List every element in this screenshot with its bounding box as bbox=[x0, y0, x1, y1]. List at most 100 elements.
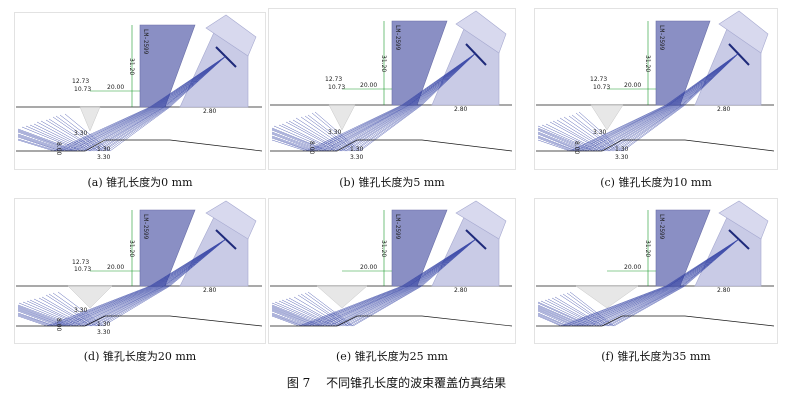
beam-simulation-diagram: LM-259931.2020.002.8012.7310.733.301.303… bbox=[268, 8, 516, 170]
panel-frame bbox=[534, 198, 778, 344]
part-bottom-profile bbox=[536, 315, 775, 327]
beam-simulation-diagram: LM-259931.2020.002.8012.7310.733.301.303… bbox=[534, 8, 778, 170]
probe-model-label: LM-2599 bbox=[142, 214, 149, 240]
height-dimension-value: 31.20 bbox=[644, 55, 651, 72]
figure-label: 图 7 bbox=[286, 376, 311, 390]
width-dimension-value: 20.00 bbox=[360, 82, 377, 89]
panel-caption: (e) 锥孔长度为25 mm bbox=[336, 350, 448, 363]
angle-dimension-value: 2.80 bbox=[203, 287, 217, 294]
angle-dimension-value: 2.80 bbox=[454, 106, 468, 113]
beam-rays bbox=[271, 52, 477, 152]
probe-model-label: LM-2599 bbox=[142, 29, 149, 55]
beam-rays bbox=[537, 52, 740, 152]
panel-frame bbox=[14, 12, 266, 170]
beam-rays bbox=[17, 238, 227, 327]
probe-top bbox=[205, 14, 257, 57]
left-dimension-value: 8.00 bbox=[573, 141, 580, 155]
beam-simulation-diagram: LM-259931.2020.002.8012.7310.733.301.303… bbox=[14, 12, 266, 170]
height-dimension-value: 31.20 bbox=[128, 58, 135, 75]
probe-model-label: LM-2599 bbox=[658, 214, 665, 240]
dim-a-value: 12.73 bbox=[325, 76, 342, 83]
probe-top bbox=[718, 200, 769, 240]
dim-c-value: 3.30 bbox=[74, 307, 88, 314]
figure-caption: 图 7 不同锥孔长度的波束覆盖仿真结果 bbox=[0, 374, 793, 391]
dim-small1-value: 1.30 bbox=[615, 146, 629, 153]
cone-hole bbox=[316, 285, 368, 309]
transducer-element bbox=[728, 43, 750, 66]
dim-b-value: 10.73 bbox=[74, 86, 91, 93]
panel-frame bbox=[534, 8, 778, 170]
beam-rays bbox=[17, 55, 227, 152]
dim-c-value: 3.30 bbox=[328, 129, 342, 136]
dim-a-value: 12.73 bbox=[590, 76, 607, 83]
cone-hole bbox=[328, 104, 356, 131]
beam-rays bbox=[271, 238, 477, 327]
height-dimension-value: 31.20 bbox=[644, 240, 651, 257]
panel-caption: (c) 锥孔长度为10 mm bbox=[600, 176, 712, 189]
panel-frame bbox=[14, 198, 266, 344]
height-dimension-value: 31.20 bbox=[128, 240, 135, 257]
height-dimension-value: 31.20 bbox=[380, 240, 387, 257]
angle-dimension-value: 2.80 bbox=[203, 108, 217, 115]
left-dimension-value: 8.00 bbox=[55, 142, 62, 156]
dim-small2-value: 3.30 bbox=[615, 154, 629, 161]
panel-frame bbox=[268, 198, 516, 344]
angle-dimension-value: 2.80 bbox=[454, 287, 468, 294]
width-dimension-value: 20.00 bbox=[624, 264, 641, 271]
dim-b-value: 10.73 bbox=[593, 84, 610, 91]
probe-top bbox=[455, 200, 507, 240]
probe-top bbox=[455, 10, 507, 54]
part-bottom-profile bbox=[270, 315, 513, 327]
angle-dimension-value: 2.80 bbox=[717, 106, 731, 113]
panel-caption: (d) 锥孔长度为20 mm bbox=[83, 350, 197, 363]
probe-top bbox=[205, 200, 257, 240]
beam-simulation-diagram: LM-259931.2020.002.8012.7310.733.301.303… bbox=[14, 198, 266, 344]
probe-model-label: LM-2599 bbox=[658, 25, 665, 51]
transducer-element bbox=[728, 229, 750, 250]
dim-c-value: 3.30 bbox=[74, 130, 88, 137]
width-dimension-value: 20.00 bbox=[107, 84, 124, 91]
dim-small2-value: 3.30 bbox=[350, 154, 364, 161]
left-dimension-value: 8.00 bbox=[55, 318, 62, 332]
dim-small1-value: 1.30 bbox=[350, 146, 364, 153]
dim-small1-value: 1.30 bbox=[97, 321, 111, 328]
panel-caption: (f) 锥孔长度为35 mm bbox=[601, 350, 711, 363]
cone-hole bbox=[575, 285, 639, 309]
panel-caption: (a) 锥孔长度为0 mm bbox=[87, 176, 193, 189]
transducer-element bbox=[215, 229, 237, 250]
dim-a-value: 12.73 bbox=[72, 78, 89, 85]
part-bottom-profile bbox=[16, 139, 263, 152]
beam-rays bbox=[537, 238, 740, 327]
dim-a-value: 12.73 bbox=[72, 259, 89, 266]
dim-small2-value: 3.30 bbox=[97, 154, 111, 161]
dim-small1-value: 1.30 bbox=[97, 146, 111, 153]
width-dimension-value: 20.00 bbox=[624, 82, 641, 89]
transducer-element bbox=[465, 229, 487, 250]
part-bottom-profile bbox=[270, 139, 513, 152]
width-dimension-value: 20.00 bbox=[107, 264, 124, 271]
probe-top bbox=[718, 10, 769, 54]
probe-model-label: LM-2599 bbox=[394, 214, 401, 240]
dim-c-value: 3.30 bbox=[593, 129, 607, 136]
part-bottom-profile bbox=[536, 139, 775, 152]
panel-frame bbox=[268, 8, 516, 170]
dim-b-value: 10.73 bbox=[328, 84, 345, 91]
angle-dimension-value: 2.80 bbox=[717, 287, 731, 294]
part-bottom-profile bbox=[16, 315, 263, 327]
panel-caption: (b) 锥孔长度为5 mm bbox=[339, 176, 445, 189]
left-dimension-value: 8.00 bbox=[308, 141, 315, 155]
width-dimension-value: 20.00 bbox=[360, 264, 377, 271]
transducer-element bbox=[215, 46, 237, 68]
dim-small2-value: 3.30 bbox=[97, 329, 111, 336]
dim-b-value: 10.73 bbox=[74, 266, 91, 273]
cone-hole bbox=[590, 104, 624, 131]
transducer-element bbox=[465, 43, 487, 66]
